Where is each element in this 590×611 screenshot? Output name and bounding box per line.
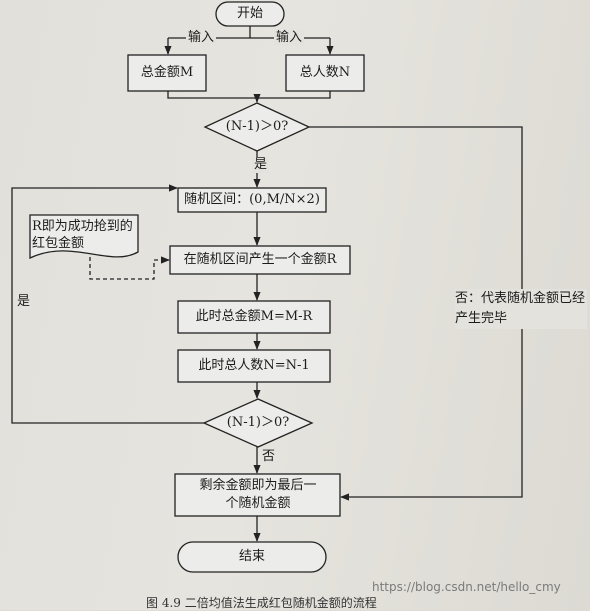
input-amount-label: 总金额M: [140, 65, 194, 80]
note-dashed-link: [89, 256, 170, 280]
start-label: 开始: [236, 6, 263, 21]
figure-caption: 图 4.9 二倍均值法生成红包随机金额的流程: [146, 596, 377, 610]
no-bottom-label: 否: [262, 449, 276, 464]
inputs-merge-line: [167, 91, 331, 99]
generate-label: 在随机区间产生一个金额R: [183, 252, 337, 267]
end-label: 结束: [238, 549, 265, 564]
remaining-label: 剩余金额即为最后一个随机金额: [199, 478, 317, 511]
bottom-decision: [202, 398, 314, 448]
yes-top-label: 是: [252, 157, 270, 173]
remaining-box: [174, 473, 341, 517]
generate-box: [169, 245, 351, 275]
update-amount-box: [177, 300, 331, 334]
range-label: 随机区间：(0,M/N×2): [184, 192, 320, 207]
no-right-label: 否：代表随机金额已经产生完毕: [455, 289, 587, 329]
note-label: R即为成功抢到的红包金额: [32, 219, 133, 251]
update-people-label: 此时总人数N=N-1: [198, 358, 310, 373]
end-terminal: [177, 541, 327, 573]
yes-loop-label: 是: [15, 294, 33, 310]
range-box: [177, 187, 327, 213]
input-people-label: 总人数N: [299, 65, 351, 80]
yes-loop-back-arrow: [11, 184, 204, 424]
input-right-label: 输入: [274, 30, 305, 46]
update-people-box: [177, 349, 331, 383]
input-left-label: 输入: [186, 30, 217, 46]
bottom-decision-label: (N-1)＞0?: [226, 415, 290, 430]
note-document: [29, 214, 139, 260]
watermark: https://blog.csdn.net/hello_cmy: [372, 580, 561, 594]
update-amount-label: 此时总金额M=M-R: [195, 309, 313, 324]
input-people-box: [285, 54, 365, 92]
top-decision-label: (N-1)＞0?: [225, 119, 289, 134]
input-amount-box: [127, 54, 207, 92]
